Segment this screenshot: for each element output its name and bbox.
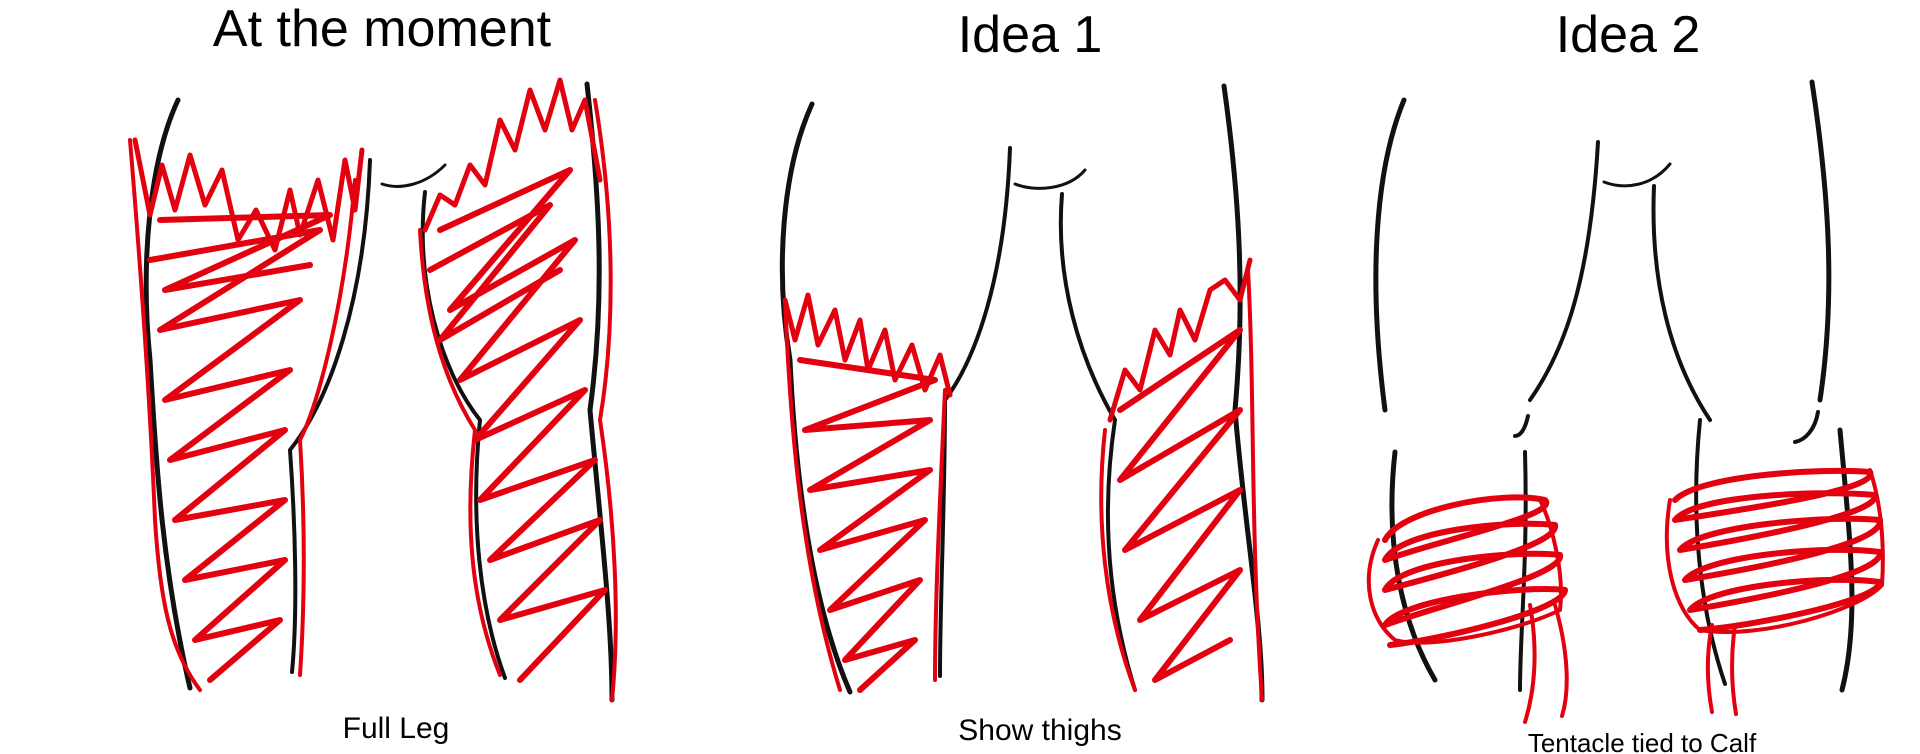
panel-1-title: At the moment [213,0,552,58]
panel-1-caption: Full Leg [343,712,450,745]
panel-idea-1: Idea 1 Show thighs [779,6,1265,747]
panel-idea-2: Idea 2 Tenta [1366,6,1885,754]
panel-3-title: Idea 2 [1556,6,1701,64]
panel-1-red-fill [128,77,618,702]
panel-at-the-moment: At the moment [128,0,618,745]
panel-3-red-wraps [1366,467,1885,724]
panel-2-title: Idea 1 [958,6,1103,64]
panel-2-caption: Show thighs [958,714,1121,747]
panel-2-red-fill [782,257,1264,702]
panel-3-caption: Tentacle tied to Calf [1528,728,1757,754]
